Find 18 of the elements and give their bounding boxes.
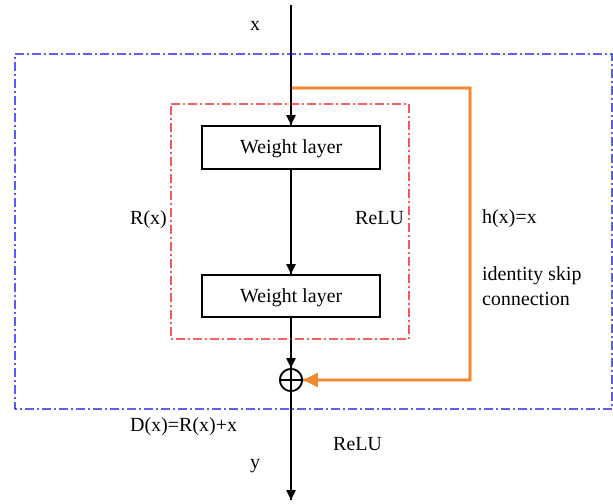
sum-node [279,368,303,392]
block-label: R(x) [130,206,167,231]
process-box: Weight layer [201,125,381,170]
dash-dot-group-box [170,103,410,340]
output-formula: D(x)=R(x)+x [130,413,237,438]
arrow [286,392,296,500]
input-label: x [250,12,260,37]
dash-dot-group-box [14,53,613,410]
activation-label: ReLU [355,206,404,231]
skip-description: identity skip connection [482,262,582,312]
arrow [286,170,296,274]
process-box: Weight layer [201,274,381,318]
arrow [286,318,296,368]
skip-connection-arrow [291,86,472,388]
output-label: y [250,450,260,475]
skip-formula: h(x)=x [482,205,537,230]
activation-label: ReLU [333,432,382,457]
arrow [286,5,296,125]
